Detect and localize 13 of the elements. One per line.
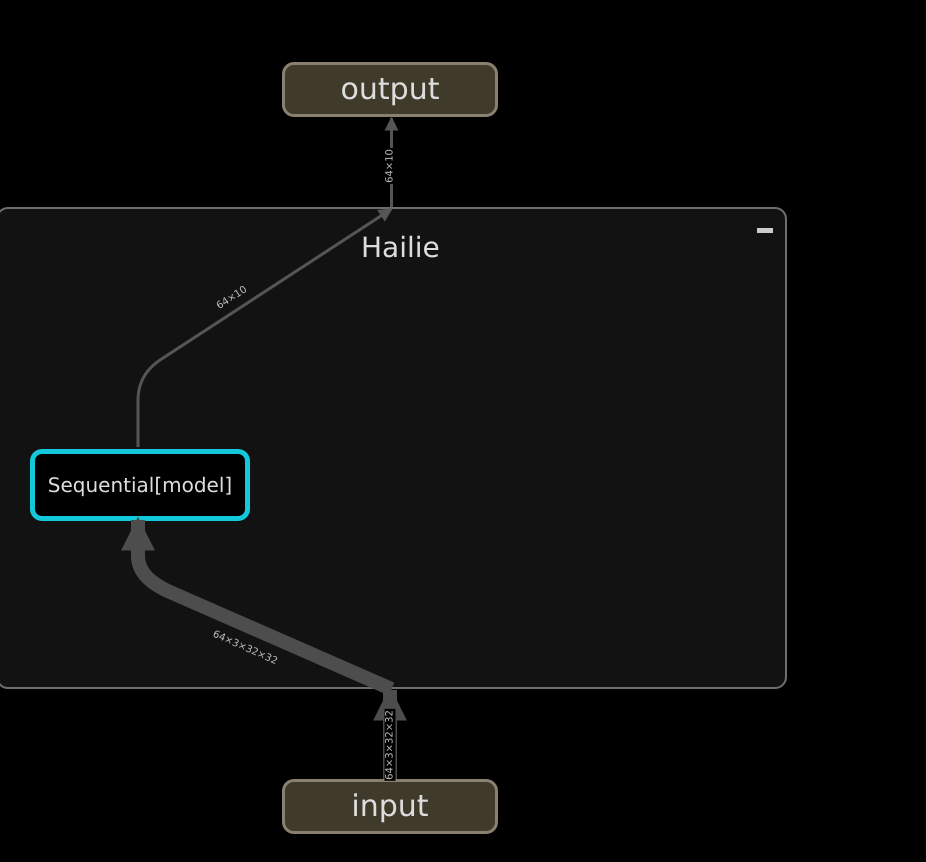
io-node-box: [282, 779, 498, 834]
node-label: output: [340, 71, 440, 109]
io-node-box: [282, 62, 498, 117]
arrow: [373, 686, 407, 779]
node-label: Sequential[model]: [48, 472, 232, 499]
group-title: Hailie: [361, 230, 440, 266]
arrow: [121, 516, 394, 696]
node-label: input: [351, 788, 429, 826]
edge-label: 64×3×32×32: [384, 709, 396, 781]
operation-box: [30, 449, 250, 521]
edge-label: 64×10: [384, 148, 396, 184]
group-box: [0, 207, 787, 689]
arrow: [136, 208, 393, 447]
